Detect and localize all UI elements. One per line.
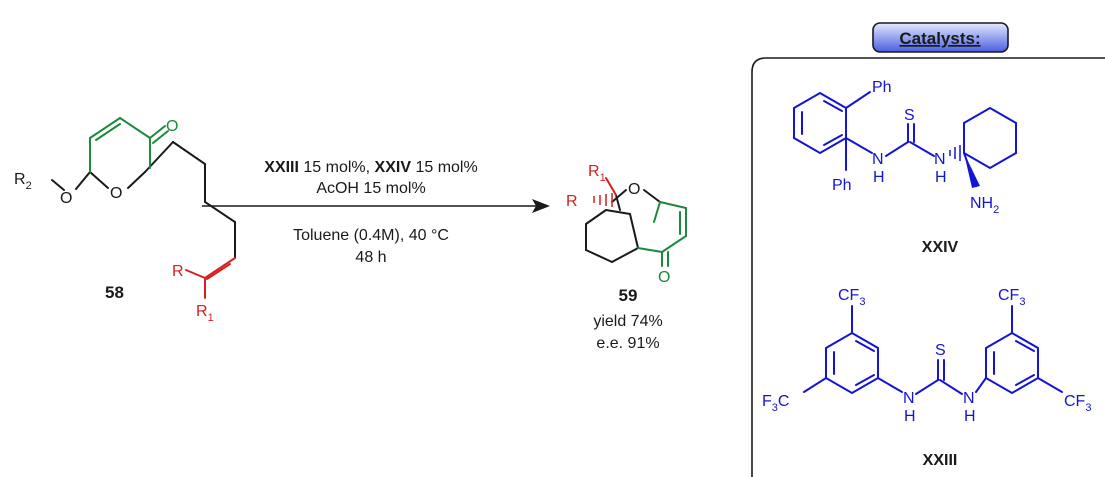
catalysts-badge-title: Catalysts:: [899, 29, 980, 48]
xxiv-stereo: [949, 145, 961, 161]
xxiii-n-1-h: H: [904, 408, 916, 425]
catalysts-panel: Catalysts:: [751, 22, 1105, 477]
bond: [661, 235, 687, 253]
atom-o-ring: O: [110, 185, 122, 202]
arrow-head: [532, 199, 550, 213]
reaction-conditions: XXIII 15 mol%, XXIV 15 mol% AcOH 15 mol%…: [264, 159, 477, 266]
bond: [89, 171, 109, 189]
xxiii-n-1: N: [903, 390, 915, 407]
bond: [89, 117, 121, 139]
cyclohexane-ring: [963, 106, 1017, 170]
bond: [75, 171, 91, 190]
bond: [95, 123, 121, 141]
aryl-ring-left: [825, 331, 879, 395]
catalyst-xxiii-labels: CF3 CF3 F3C CF3 S N H N H XXIII: [762, 287, 1091, 469]
bond: [204, 257, 236, 279]
bond: [585, 209, 607, 225]
aryl-ring-right: [985, 331, 1039, 395]
bond: [119, 117, 151, 139]
bond: [127, 171, 146, 189]
bond: [637, 247, 663, 253]
bond: [185, 269, 206, 279]
compound-number-58: 58: [105, 283, 124, 302]
bond: [149, 125, 166, 139]
substituent-r1: R1: [588, 163, 606, 184]
atom-o-bridge: O: [628, 181, 640, 198]
conditions-time: 48 h: [355, 249, 386, 266]
product-hashed-wedge: [593, 193, 613, 207]
xxiii-cf3-right-top: CF3: [998, 287, 1025, 308]
xxiii-sulfur: S: [935, 342, 946, 359]
alkyl-chain: [172, 141, 236, 259]
catalyst-xxiii: [803, 305, 1063, 395]
reactant-58: [51, 117, 236, 299]
xxiii-label: XXIII: [923, 452, 958, 469]
xxiv-ph-bottom: Ph: [832, 177, 852, 194]
xxiv-ph-top: Ph: [872, 79, 892, 96]
conditions-additive: AcOH 15 mol%: [316, 180, 425, 197]
xxiv-sulfur: S: [904, 107, 915, 124]
bond: [653, 201, 661, 223]
product-yield: yield 74%: [593, 313, 662, 330]
atom-o-carbonyl: O: [658, 269, 670, 286]
xxiv-nh-1: N: [872, 151, 884, 168]
bond: [643, 189, 661, 203]
substituent-r: R: [566, 193, 578, 210]
xxiv-amine-nh2: NH2: [970, 195, 999, 216]
catalysts-panel-frame: [751, 57, 1105, 477]
bond: [605, 177, 617, 196]
reactant-58-labels: O O R2 O R R1 58: [14, 118, 214, 324]
bond: [659, 201, 687, 209]
substituent-r: R: [172, 263, 184, 280]
product-59-labels: R1 R O O 59 yield 74% e.e. 91%: [566, 163, 670, 352]
bond: [629, 213, 639, 249]
compound-number-59: 59: [619, 286, 638, 305]
product-59: [585, 177, 687, 267]
xxiii-cf3-left-top: CF3: [838, 287, 865, 308]
reaction-arrow: [202, 199, 550, 213]
conditions-catalysts-line: XXIII 15 mol%, XXIV 15 mol%: [264, 159, 477, 176]
xxiv-label: XXIV: [922, 239, 959, 256]
conditions-solvent-temp: Toluene (0.4M), 40 °C: [293, 227, 449, 244]
atom-o-carbonyl: O: [166, 118, 178, 135]
bond: [206, 263, 231, 280]
bond: [152, 130, 169, 144]
xxiii-n-2-h: H: [964, 408, 976, 425]
xxiv-nh-1-h: H: [873, 169, 885, 186]
xxiv-nh-2-h: H: [935, 169, 947, 186]
bond: [585, 249, 613, 263]
product-ee: e.e. 91%: [596, 335, 659, 352]
substituent-r1: R1: [196, 303, 214, 324]
atom-o-ether: O: [60, 190, 72, 207]
xxiv-nh-2: N: [934, 151, 946, 168]
xxiii-cf3-right: CF3: [1064, 393, 1091, 414]
catalysts-badge: [872, 22, 1009, 53]
xxiii-n-2: N: [963, 390, 975, 407]
bond: [611, 247, 639, 263]
bond: [605, 209, 631, 215]
xxiv-wedge: [964, 153, 980, 188]
substituent-r2: R2: [14, 171, 32, 192]
xxiii-f3c-left: F3C: [762, 393, 789, 414]
bond: [51, 179, 65, 191]
bond: [611, 189, 627, 203]
catalyst-xxiv-labels: Ph Ph S N H N H NH2 XXIV: [832, 79, 999, 256]
